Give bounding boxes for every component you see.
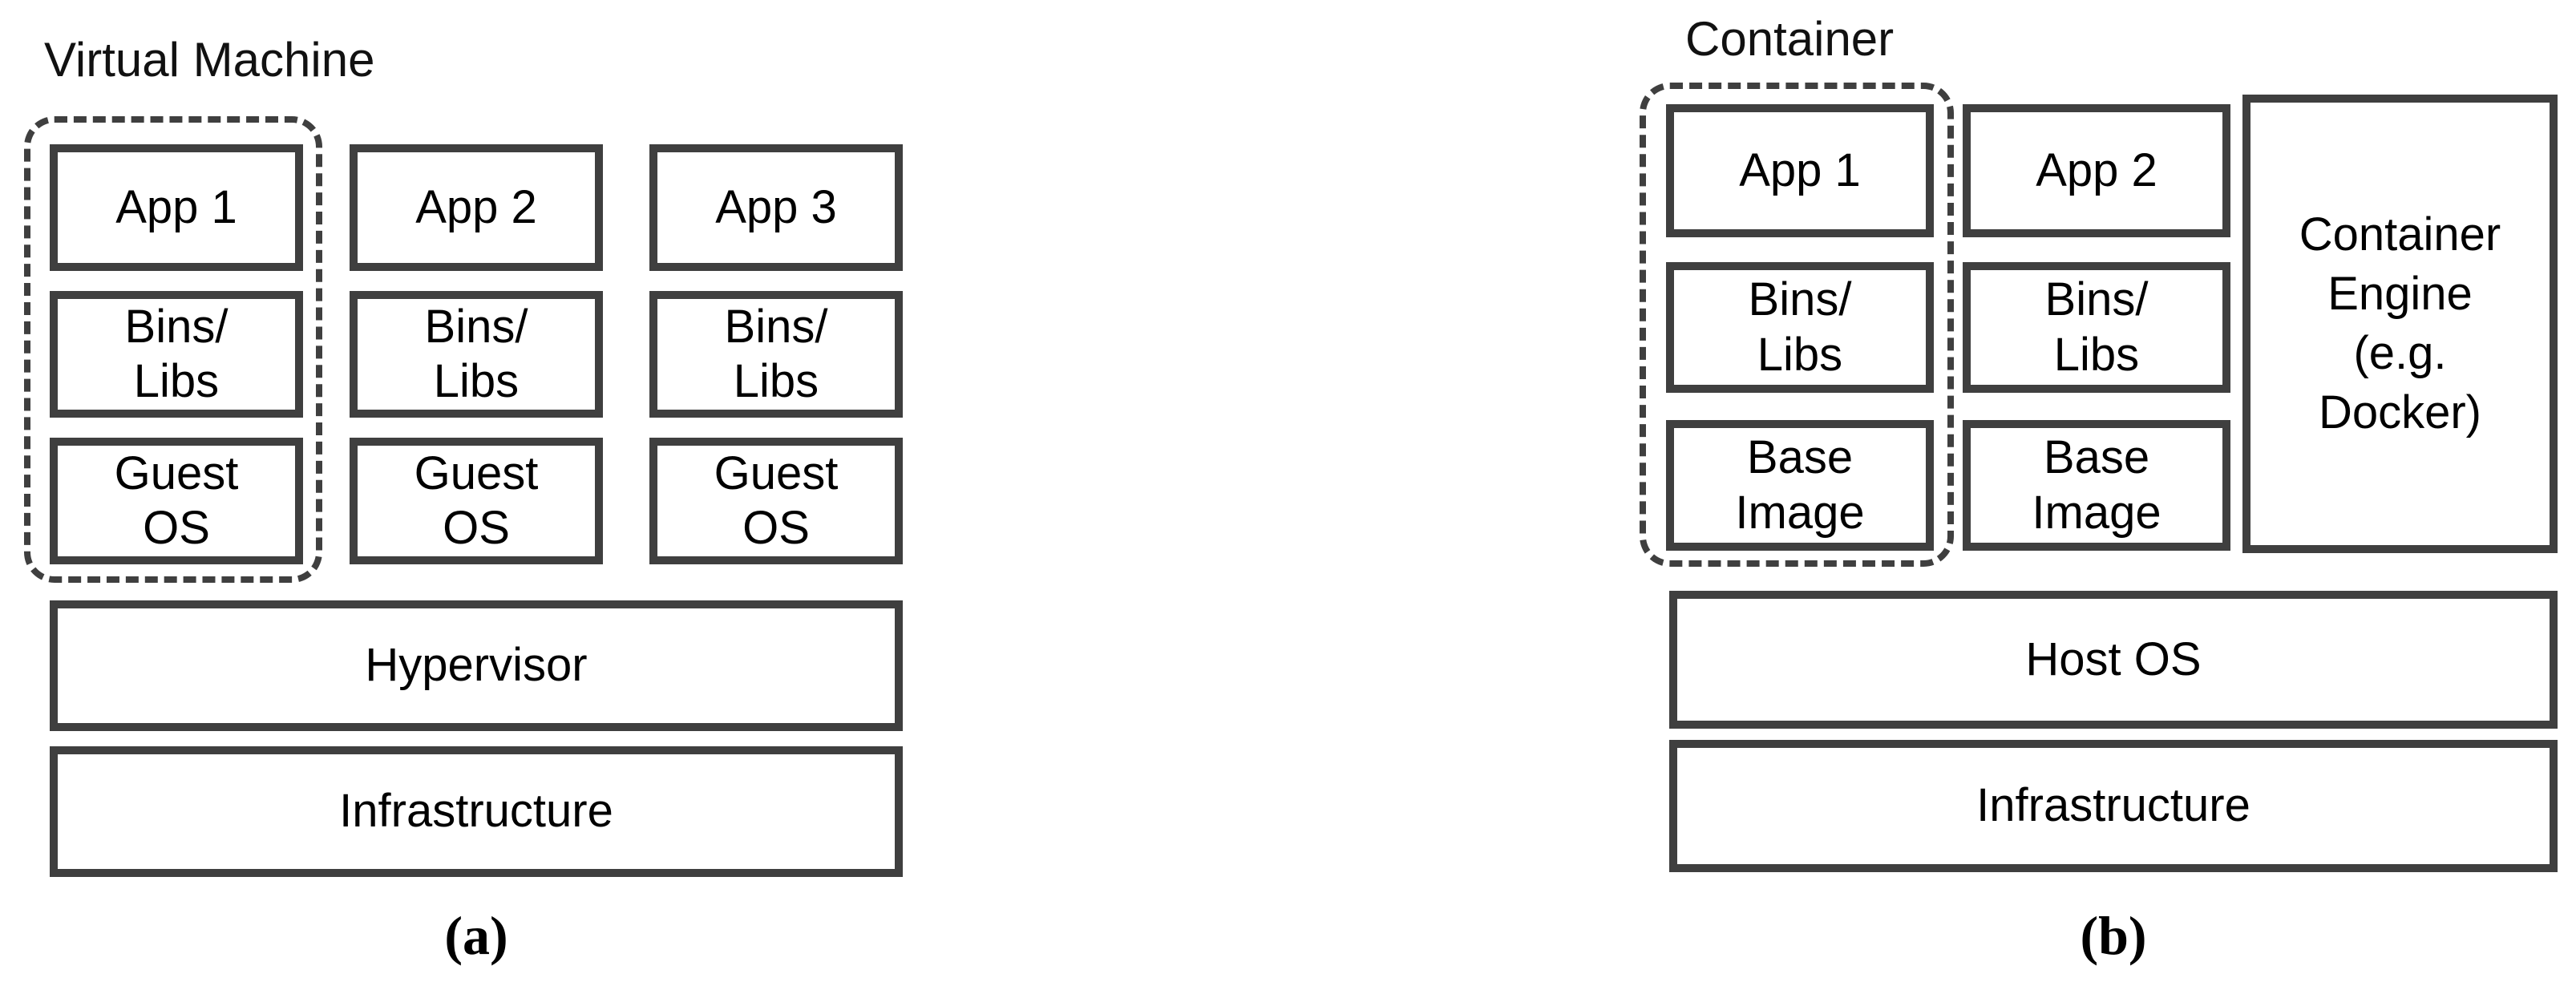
vm-diagram-title: Virtual Machine (44, 33, 375, 87)
vm-caption: (a) (444, 905, 508, 966)
vm-dashed-outline (24, 116, 322, 583)
vm-box-guest-os-2: Guest OS (350, 438, 603, 564)
container-box-base-image-2: Base Image (1963, 420, 2230, 551)
vm-box-bins-libs-2: Bins/ Libs (350, 291, 603, 418)
container-box-app-2: App 2 (1963, 104, 2230, 237)
vm-box-app-1: App 1 (50, 144, 303, 271)
vm-box-guest-os-3: Guest OS (649, 438, 903, 564)
vm-box-app-3: App 3 (649, 144, 903, 271)
container-engine-box: Container Engine (e.g. Docker) (2242, 95, 2558, 553)
container-caption: (b) (2080, 905, 2147, 966)
container-layer-infrastructure: Infrastructure (1669, 740, 2558, 872)
container-dashed-outline (1640, 83, 1954, 567)
vm-box-app-2: App 2 (350, 144, 603, 271)
vm-box-guest-os-1: Guest OS (50, 438, 303, 564)
container-box-app-1: App 1 (1666, 104, 1934, 237)
vm-layer-hypervisor: Hypervisor (50, 600, 903, 731)
container-diagram-title: Container (1685, 12, 1895, 66)
vm-layer-infrastructure: Infrastructure (50, 746, 903, 877)
container-box-bins-libs-1: Bins/ Libs (1666, 262, 1934, 393)
container-box-bins-libs-2: Bins/ Libs (1963, 262, 2230, 393)
container-box-base-image-1: Base Image (1666, 420, 1934, 551)
vm-box-bins-libs-1: Bins/ Libs (50, 291, 303, 418)
vm-box-bins-libs-3: Bins/ Libs (649, 291, 903, 418)
container-layer-host-os: Host OS (1669, 591, 2558, 729)
